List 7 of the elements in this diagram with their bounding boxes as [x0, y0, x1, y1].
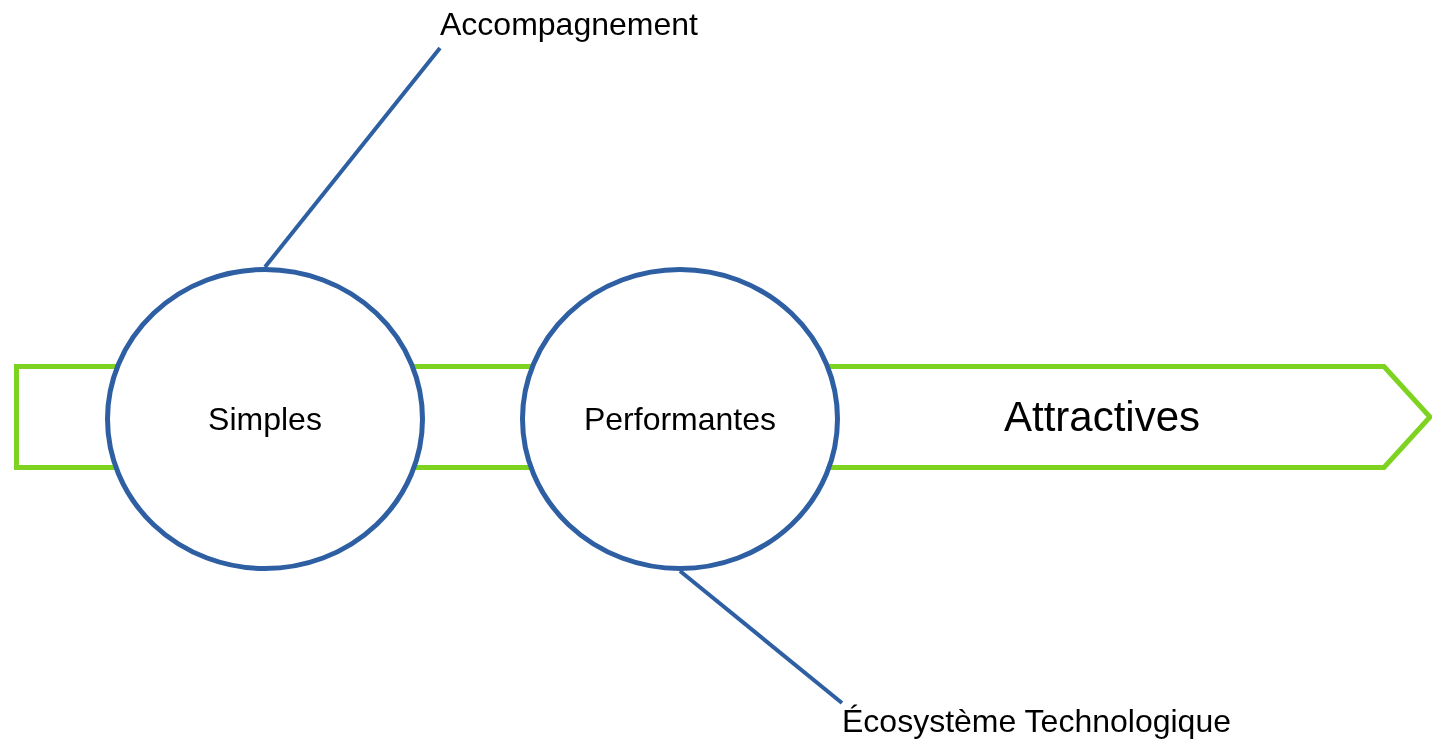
circle-label: Performantes: [583, 400, 777, 438]
callout-text: Écosystème Technologique: [842, 703, 1231, 740]
leader-line: [263, 46, 442, 269]
circle-label: Simples: [208, 400, 322, 438]
band-label: Attractives: [1004, 393, 1201, 441]
leader-line: [678, 569, 844, 705]
callout-text: Accompagnement: [440, 6, 698, 43]
